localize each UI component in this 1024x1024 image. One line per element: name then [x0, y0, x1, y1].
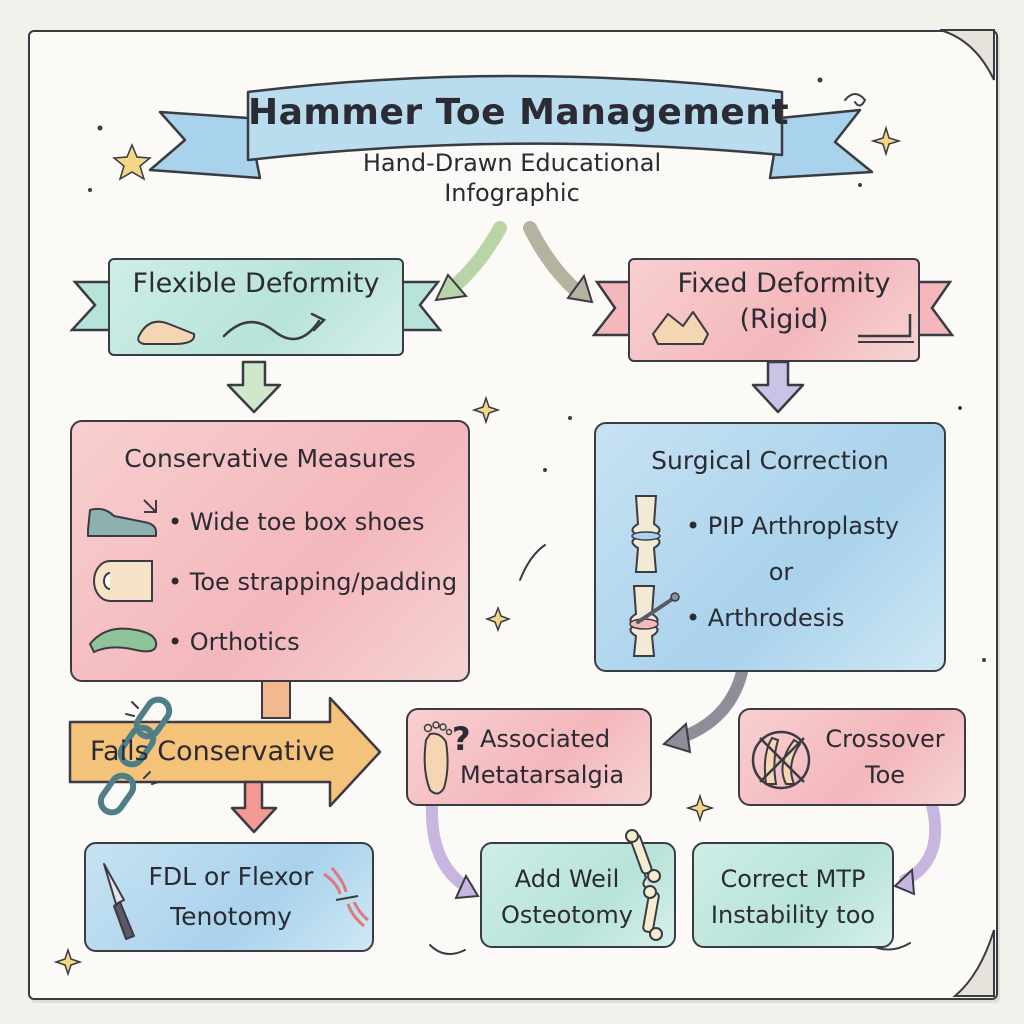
orthotic-insole-icon: [88, 627, 158, 654]
bone-icon: [625, 829, 663, 941]
doodle-dots: [88, 77, 986, 662]
crossover-toe-box: Crossover Toe: [738, 708, 966, 806]
metatarsalgia-line1: Associated: [480, 725, 611, 753]
joint-bone-icon: [631, 495, 661, 573]
weil-line1: Add Weil: [514, 865, 620, 893]
cut-tendon-icon: [323, 867, 369, 928]
fixed-deformity-label-line1: Fixed Deformity: [677, 268, 891, 299]
ribbon-tail-left: [148, 110, 262, 180]
page-curl-bottom-icon: [952, 929, 995, 997]
surgical-correction-box: Surgical Correction • PIP Arthroplasty o…: [594, 422, 946, 672]
ribbon-tail-right: [768, 108, 874, 180]
metatarsalgia-line2: Metatarsalgia: [460, 761, 625, 789]
fixed-deformity-label-line2: (Rigid): [739, 304, 829, 335]
foot-curve-icon: [137, 312, 327, 345]
page-title: Hammer Toe Management: [248, 92, 790, 133]
crossover-line2: Toe: [864, 761, 906, 789]
fixed-deformity-banner: Fixed Deformity (Rigid): [628, 258, 920, 362]
surgical-item-arthrodesis: • Arthrodesis: [686, 604, 845, 632]
scalpel-icon: [103, 863, 135, 940]
broken-chain-icon: [97, 696, 173, 816]
sparkle-icons: [53, 125, 902, 977]
ribbon-main: [246, 74, 784, 162]
conservative-measures-title: Conservative Measures: [124, 444, 416, 473]
surgical-or-label: or: [768, 558, 794, 586]
fixed-tail-left: [591, 280, 634, 337]
page-subtitle-line1: Hand-Drawn Educational: [362, 149, 662, 177]
arrow-metatarsalgia-to-weil: [425, 799, 474, 894]
flexible-deformity-banner: Flexible Deformity: [108, 258, 404, 356]
arrow-title-to-fixed: [523, 221, 585, 299]
crossed-toes-icon: [751, 730, 811, 790]
conservative-item-orthotics: • Orthotics: [168, 628, 300, 656]
conservative-item-strapping: • Toe strapping/padding: [168, 568, 458, 596]
shoe-icon: [87, 499, 157, 537]
arrow-title-to-flexible: [443, 221, 507, 297]
mtp-instability-box: Correct MTP Instability too: [692, 842, 894, 948]
page-subtitle-line2: Infographic: [444, 179, 580, 207]
fixed-tail-right: [914, 280, 955, 337]
flexible-deformity-label: Flexible Deformity: [132, 268, 380, 299]
arrow-crossover-to-mtp: [899, 799, 942, 886]
screw-joint-icon: [629, 585, 680, 657]
tenotomy-line1: FDL or Flexor: [148, 862, 314, 891]
crossover-line1: Crossover: [825, 725, 945, 753]
conservative-item-shoes: • Wide toe box shoes: [168, 508, 425, 536]
tenotomy-box: FDL or Flexor Tenotomy: [84, 842, 374, 952]
tape-roll-icon: [93, 560, 153, 602]
flex-tail-left: [69, 280, 114, 332]
question-mark-icon: ?: [452, 720, 471, 758]
page-curl-icon: [939, 29, 995, 81]
arrow-fixed-to-surgical: [751, 360, 805, 414]
arrow-conservative-down: [261, 679, 291, 719]
conservative-measures-box: Conservative Measures • Wide toe box sho…: [70, 420, 470, 682]
rigid-toe-icon: [652, 311, 914, 345]
arrow-fails-to-tenotomy: [230, 780, 278, 834]
mtp-line2: Instability too: [710, 901, 876, 929]
footprint-icon: [423, 721, 453, 795]
arrow-flexible-to-conservative: [226, 360, 282, 414]
tenotomy-line2: Tenotomy: [170, 902, 292, 931]
mtp-line1: Correct MTP: [720, 865, 866, 893]
flex-tail-right: [398, 280, 443, 332]
weil-line2: Osteotomy: [501, 901, 633, 929]
fails-conservative-label: Fails Conservative: [90, 736, 335, 767]
metatarsalgia-box: ? Associated Metatarsalgia: [406, 708, 652, 806]
arrow-surgical-to-metatarsalgia: [674, 666, 748, 744]
surgical-correction-title: Surgical Correction: [651, 446, 889, 475]
surgical-item-arthroplasty: • PIP Arthroplasty: [686, 512, 900, 540]
